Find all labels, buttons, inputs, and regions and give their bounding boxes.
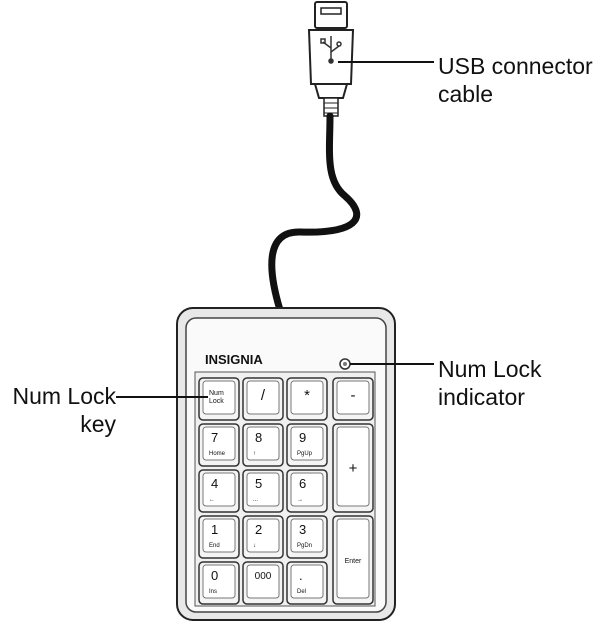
key-face: [336, 380, 370, 415]
usb-label-line2: cable: [438, 81, 493, 107]
key-sub-label: Lock: [209, 398, 224, 405]
key-main-label: 6: [299, 476, 306, 491]
key-main-label: *: [304, 387, 310, 404]
key-8[interactable]: 8↑: [242, 423, 284, 467]
key-sub-label: Home: [209, 451, 226, 457]
key-face: [290, 472, 324, 507]
key-main-label: 5: [255, 476, 262, 491]
brand-logo: INSIGNIA: [205, 352, 263, 367]
key-face: [246, 380, 280, 415]
key-sub-label: ...: [253, 497, 258, 503]
key-main-label: 8: [255, 430, 262, 445]
key-000[interactable]: 000: [242, 561, 284, 605]
key-divide[interactable]: /: [242, 377, 284, 421]
indicator-label-line2: indicator: [438, 384, 525, 410]
usb-label-line1: USB connector: [438, 53, 593, 79]
key-main-label: +: [349, 460, 358, 477]
key-decimal[interactable]: . Del: [286, 561, 328, 605]
key-sub-label: →: [297, 497, 303, 503]
key-sub-label: ←: [209, 497, 215, 503]
key-main-label: 7: [211, 430, 218, 445]
num-lock-key-label: Num Lock key: [4, 382, 116, 438]
key-sub-label: PgDn: [297, 543, 312, 549]
key-main-label: 3: [299, 522, 306, 537]
key-face: [246, 518, 280, 553]
key-main-label: .: [299, 568, 303, 583]
key-main-label: 000: [255, 571, 272, 582]
num-lock-indicator: [339, 358, 351, 370]
usb-plug: [307, 1, 355, 117]
key-plus[interactable]: +: [332, 423, 374, 513]
key-face: [290, 564, 324, 599]
key-6[interactable]: 6→: [286, 469, 328, 513]
key-face: [290, 518, 324, 553]
key-main-label: -: [351, 387, 356, 404]
key-sub-label: ↑: [253, 451, 256, 457]
key-main-label: Enter: [345, 558, 362, 565]
key-main-label: 2: [255, 522, 262, 537]
key-multiply[interactable]: *: [286, 377, 328, 421]
key-5[interactable]: 5...: [242, 469, 284, 513]
key-main-label: /: [261, 387, 266, 404]
num-lock-indicator-label: Num Lock indicator: [438, 355, 542, 411]
key-face: [202, 472, 236, 507]
key-face: [246, 472, 280, 507]
keys-grid: NumLock/*-7Home8↑9PgUp+4←5...6→1End2↓3Pg…: [198, 377, 374, 605]
key-face: [246, 564, 280, 599]
numlock-label-line1: Num Lock: [12, 383, 116, 409]
key-face: [290, 426, 324, 461]
usb-cable: [268, 112, 361, 314]
key-main-label: 4: [211, 476, 218, 491]
key-face: [202, 426, 236, 461]
key-face: [246, 426, 280, 461]
indicator-label-line1: Num Lock: [438, 356, 542, 382]
key-face: [202, 564, 236, 599]
key-sub-label: Del: [297, 589, 306, 595]
key-main-label: 0: [211, 568, 218, 583]
key-face: [202, 518, 236, 553]
numlock-label-line2: key: [80, 411, 116, 437]
key-face: [336, 518, 370, 599]
key-2[interactable]: 2↓: [242, 515, 284, 559]
key-sub-label: End: [209, 543, 220, 549]
key-minus[interactable]: -: [332, 377, 374, 421]
key-main-label: 1: [211, 522, 218, 537]
key-enter[interactable]: Enter: [332, 515, 374, 605]
key-sub-label: PgUp: [297, 451, 313, 457]
usb-connector-cable-label: USB connector cable: [438, 52, 593, 108]
key-sub-label: ↓: [253, 543, 256, 549]
key-face: [290, 380, 324, 415]
key-main-label: Num: [209, 390, 224, 397]
key-main-label: 9: [299, 430, 306, 445]
key-face: [336, 426, 370, 507]
key-4[interactable]: 4←: [198, 469, 240, 513]
key-sub-label: Ins: [209, 589, 217, 595]
